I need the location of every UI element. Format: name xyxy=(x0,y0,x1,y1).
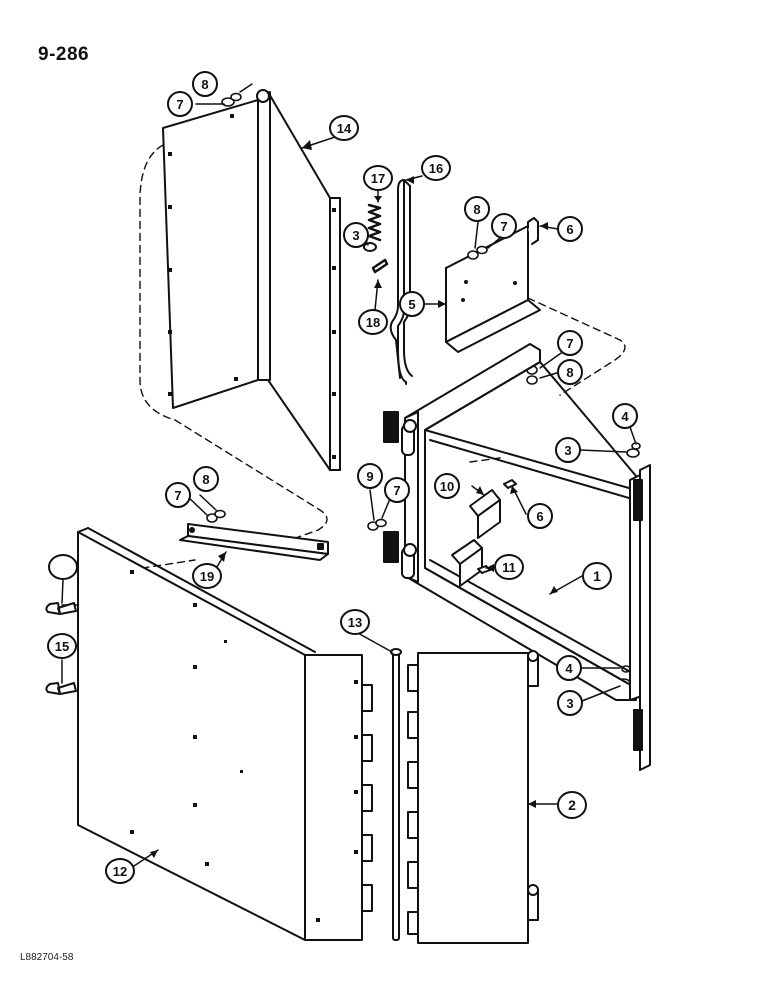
callout-label: 8 xyxy=(201,77,208,92)
callout-6: 6 xyxy=(557,216,583,242)
callout-label: 18 xyxy=(366,315,380,330)
callout-label: 7 xyxy=(500,219,507,234)
callout-label: 5 xyxy=(408,297,415,312)
callout-label: 1 xyxy=(593,568,601,584)
rod-part xyxy=(389,179,413,385)
callout-10: 11 xyxy=(494,554,524,580)
callout-label: 10 xyxy=(440,479,454,494)
spring-part xyxy=(367,203,382,242)
callout-label: 4 xyxy=(565,661,573,676)
callout-label: 7 xyxy=(176,97,183,112)
callout-7: 7 xyxy=(384,477,410,503)
latch-part xyxy=(451,479,517,587)
callout-13: 14 xyxy=(329,115,359,141)
callout-14: 15 xyxy=(47,633,77,659)
callout-label: 4 xyxy=(621,409,629,424)
callout-label: 12 xyxy=(113,864,127,879)
callout-label: 14 xyxy=(337,121,352,136)
callout-8: 9 xyxy=(357,463,383,489)
callout-label: 8 xyxy=(202,472,209,487)
callout-label: 2 xyxy=(568,797,576,813)
callout-3: 3 xyxy=(555,437,581,463)
callout-8: 8 xyxy=(464,196,490,222)
callout-label: 19 xyxy=(200,569,214,584)
callout-label: 3 xyxy=(564,443,571,458)
reference-code: L882704-58 xyxy=(20,952,74,963)
callout-19 xyxy=(48,554,78,580)
strap-part xyxy=(179,523,329,561)
bracket-part xyxy=(445,225,541,353)
callout-8: 8 xyxy=(192,71,218,97)
callout-label: 17 xyxy=(371,171,385,186)
callout-16: 17 xyxy=(363,165,393,191)
callout-4: 4 xyxy=(612,403,638,429)
page-number: 9-286 xyxy=(38,44,90,65)
callout-label: 16 xyxy=(429,161,443,176)
callout-1: 1 xyxy=(582,562,612,590)
callout-17: 18 xyxy=(358,309,388,335)
washer-part xyxy=(363,242,377,252)
callout-label: 7 xyxy=(566,336,573,351)
callout-9: 10 xyxy=(434,473,460,499)
callout-12: 13 xyxy=(340,609,370,635)
callout-5: 5 xyxy=(399,291,425,317)
callout-6: 6 xyxy=(527,503,553,529)
door-panel-part xyxy=(407,650,539,944)
callout-label: 15 xyxy=(55,639,69,654)
callout-3: 3 xyxy=(557,690,583,716)
callout-7: 7 xyxy=(167,91,193,117)
callout-label: 3 xyxy=(566,696,573,711)
callout-label: 11 xyxy=(502,560,516,575)
callout-11: 12 xyxy=(105,858,135,884)
callout-label: 6 xyxy=(536,509,543,524)
callout-label: 8 xyxy=(566,365,573,380)
callout-label: 13 xyxy=(348,615,362,630)
callout-4: 4 xyxy=(556,655,582,681)
callout-15: 16 xyxy=(421,155,451,181)
callout-7: 7 xyxy=(491,213,517,239)
callout-label: 6 xyxy=(566,222,573,237)
callout-label: 3 xyxy=(352,228,359,243)
callout-8: 8 xyxy=(193,466,219,492)
callout-2: 2 xyxy=(557,791,587,819)
callout-7: 7 xyxy=(165,482,191,508)
callout-7: 7 xyxy=(557,330,583,356)
set-screw-part xyxy=(371,258,389,274)
callout-label: 9 xyxy=(366,469,373,484)
hinge-pin-part xyxy=(390,648,402,941)
callout-label: 8 xyxy=(473,202,480,217)
callout-3: 3 xyxy=(343,222,369,248)
callout-label: 7 xyxy=(393,483,400,498)
upper-shield-part xyxy=(162,89,341,471)
callout-8: 8 xyxy=(557,359,583,385)
large-panel-part xyxy=(77,527,373,941)
callout-label: 7 xyxy=(174,488,181,503)
callout-18: 19 xyxy=(192,563,222,589)
